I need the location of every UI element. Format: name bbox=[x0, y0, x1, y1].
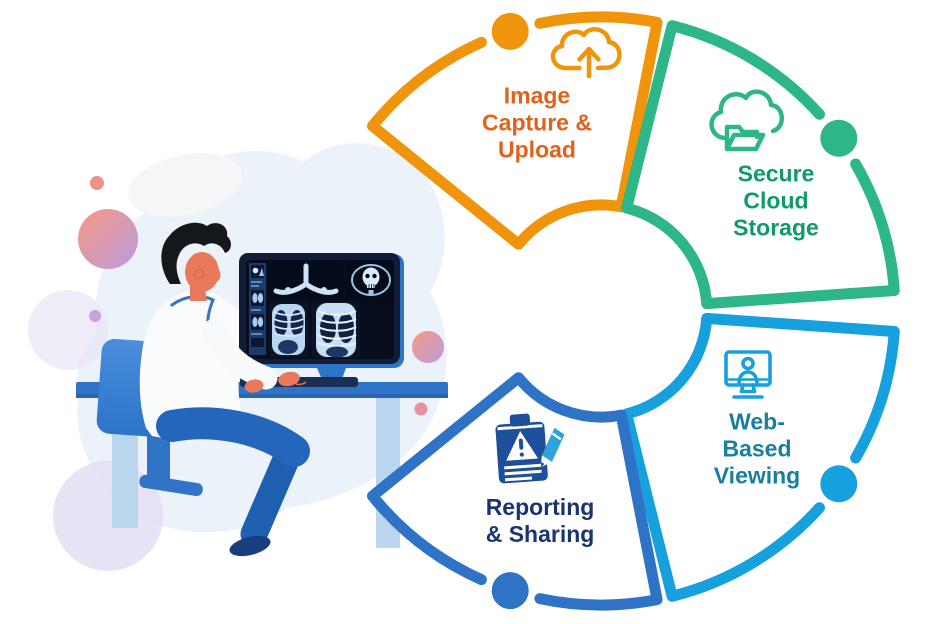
xray-pelvis bbox=[270, 263, 343, 298]
segment-label-image-capture-upload: Image Capture & Upload bbox=[482, 82, 592, 163]
person-hand-left bbox=[244, 379, 264, 393]
segment-fill bbox=[372, 16, 658, 245]
xray-chest-left bbox=[270, 302, 308, 357]
segment-dot bbox=[491, 12, 529, 50]
person-thigh bbox=[156, 407, 310, 467]
purple-dot-left bbox=[89, 310, 101, 322]
segment-outline bbox=[367, 372, 663, 611]
purple-circle-right bbox=[412, 331, 444, 363]
monitor-user-icon bbox=[724, 350, 772, 399]
person-arm bbox=[201, 319, 278, 390]
person-hair bbox=[161, 222, 231, 284]
report-clipboard-icon bbox=[495, 413, 565, 484]
person-torso bbox=[139, 288, 263, 441]
pencil-glyph bbox=[540, 427, 565, 468]
xray-skull bbox=[347, 263, 394, 298]
segment-dot bbox=[491, 572, 529, 610]
pink-dot-right bbox=[414, 402, 428, 416]
pink-purple-circle bbox=[78, 209, 138, 269]
person-hand-right bbox=[278, 371, 300, 387]
segment-dot bbox=[820, 465, 858, 503]
segment-label-web-based-viewing: Web- Based Viewing bbox=[713, 408, 801, 489]
segment-fill bbox=[372, 377, 658, 606]
segment-outline bbox=[621, 20, 900, 310]
lavender-circle-left bbox=[28, 290, 108, 370]
segment-web-based-viewing bbox=[621, 312, 900, 602]
person-shoe bbox=[229, 535, 271, 557]
segment-reporting-sharing bbox=[367, 372, 663, 611]
cloud-upload-icon bbox=[550, 27, 622, 79]
segment-image-capture-upload bbox=[367, 11, 663, 250]
workstation-illustration bbox=[28, 143, 448, 571]
cloud-folder-icon bbox=[709, 89, 784, 152]
segment-label-secure-cloud-storage: Secure Cloud Storage bbox=[733, 160, 819, 241]
segment-fill bbox=[626, 318, 895, 597]
segment-secure-cloud-storage bbox=[621, 20, 900, 310]
xray-chest-right bbox=[312, 302, 360, 358]
desk-edge bbox=[76, 394, 448, 398]
pink-dot-top bbox=[90, 176, 104, 190]
xray-sidebar-thumbnails bbox=[249, 263, 266, 355]
segment-outline bbox=[621, 312, 900, 602]
segment-dot bbox=[820, 119, 858, 157]
segment-fill bbox=[626, 25, 895, 304]
coat-collar bbox=[170, 295, 215, 328]
person-shin bbox=[240, 441, 302, 548]
segment-outline bbox=[367, 11, 663, 250]
monitor-xray bbox=[239, 253, 404, 389]
person-head bbox=[161, 222, 231, 301]
segment-label-reporting-sharing: Reporting & Sharing bbox=[485, 494, 595, 547]
background-highlight-blob bbox=[127, 153, 243, 217]
